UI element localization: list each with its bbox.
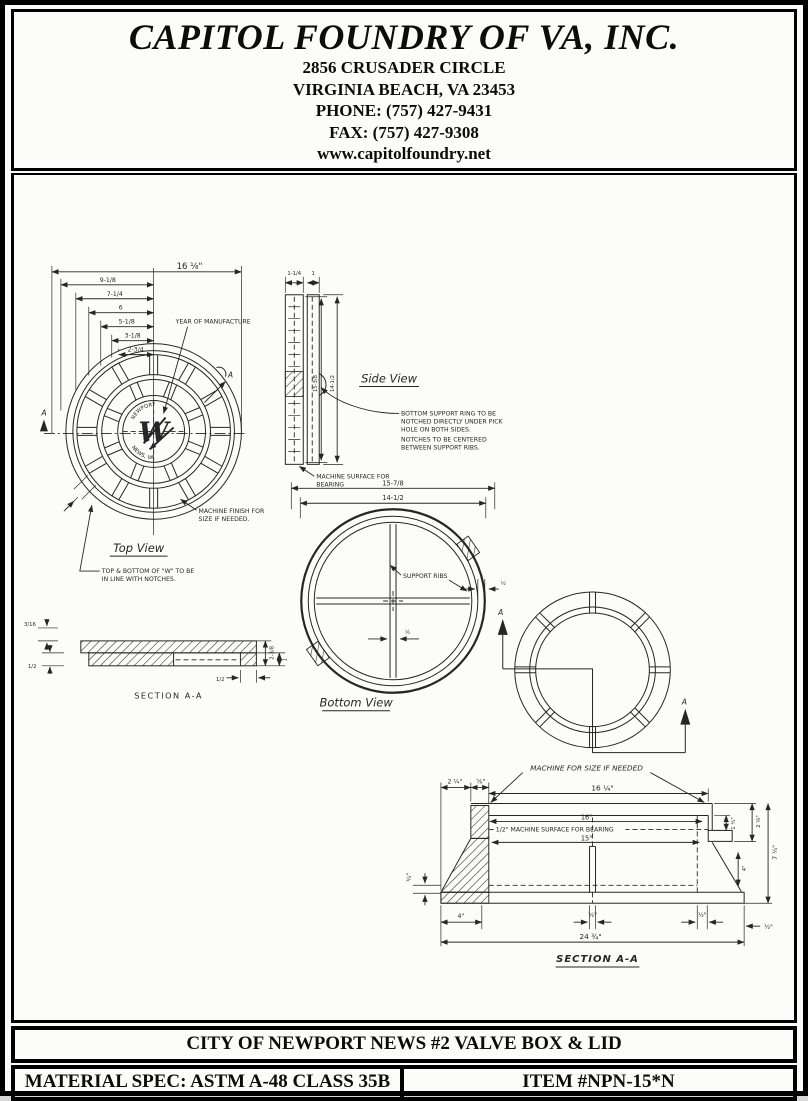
lid-dim-1: 1 [282,658,288,661]
engineering-drawing-canvas: W NEWPORT NEWS, VA 16 ⅛" 9-1/8 7-1/4 6 5… [24,261,779,968]
side-dim-1538: 15-3/8 [313,375,319,392]
w-alignment-note-2: IN LINE WITH NOTCHES. [102,576,176,583]
section-a-marker-right: A [227,370,233,379]
machine-note: MACHINE FOR SIZE IF NEEDED [530,763,643,772]
lid-dim-half-left: 1/2 [28,663,36,669]
box-dim-2434: 24 ¾" [579,932,601,941]
machine-finish-note-2: SIZE IF NEEDED. [199,516,250,523]
support-ring-note-3: HOLE ON BOTH SIDES. [401,426,471,433]
side-view: 1-1/4 1 15-3/8 14-1/2 Side View BOTTOM S… [284,270,504,488]
website-url: www.capitolfoundry.net [317,144,491,163]
ring-section-a-right: A [681,697,687,706]
rib-width-dim: ½ [405,628,410,635]
box-dim-4b: 4" [457,913,464,920]
address-line1: 2856 CRUSADER CIRCLE [302,58,506,77]
box-dim-34: ¾" [406,872,413,881]
box-dim-1614: 16 ¼" [591,783,613,792]
box-dim-half-edge: ½" [764,923,773,931]
dim-3-18: 3-1/8 [125,332,141,339]
dim-2-34: 2-3/4 [128,346,144,353]
box-dim-218: 2 ⅛" [756,815,762,828]
rim-dim: ½ [501,580,506,587]
top-view-label: Top View [113,541,165,555]
side-dim-1412: 14-1/2 [330,375,336,392]
bottom-view-label: Bottom View [320,695,394,709]
side-dim-114: 1-1/4 [287,270,301,276]
box-dim-58: ⅝" [476,778,485,785]
bottom-dim-od: 15-7/8 [382,479,403,487]
bottom-dim-id: 14-1/2 [382,494,403,502]
support-ring-note-2: NOTCHED DIRECTLY UNDER PICK [401,418,504,425]
dim-7-14: 7-1/4 [107,290,123,297]
item-number: ITEM #NPN-15*N [522,1070,675,1092]
ring-section-a-left: A [497,607,503,616]
box-dim-15: 15" [581,834,592,842]
top-view: W NEWPORT NEWS, VA 16 ⅛" 9-1/8 7-1/4 6 5… [39,261,265,583]
support-ring-note-4: NOTCHES TO BE CENTERED [401,436,487,443]
dim-5-18: 5-1/8 [119,318,135,325]
bearing-surface-note-1: MACHINE SURFACE FOR [316,473,390,480]
drawing-title-bar: CITY OF NEWPORT NEWS #2 VALVE BOX & LID [11,1025,797,1063]
w-alignment-note-1: TOP & BOTTOM OF "W" TO BE [101,568,195,575]
address-line2: VIRGINIA BEACH, VA 23453 [292,79,516,99]
dim-9-18: 9-1/8 [100,276,116,283]
side-dim-1: 1 [312,270,315,276]
company-header: CAPITOL FOUNDRY OF VA, INC. 2856 CRUSADE… [11,9,797,171]
box-dim-half-right: ½" [698,911,707,919]
year-of-manufacture-note: YEAR OF MANUFACTURE [175,318,251,325]
dim-6: 6 [119,304,123,311]
phone-number: PHONE: (757) 427-9431 [315,101,493,120]
ring-view: A A [497,591,691,753]
section-a-marker-left: A [40,408,46,417]
box-section-label: SECTION A-A [556,954,639,965]
support-ribs-note: SUPPORT RIBS [403,573,448,580]
drawing-area: W NEWPORT NEWS, VA 16 ⅛" 9-1/8 7-1/4 6 5… [11,172,797,1023]
support-ring-note-1: BOTTOM SUPPORT RING TO BE [401,410,496,417]
material-spec: MATERIAL SPEC: ASTM A-48 CLASS 35B [24,1070,391,1092]
bearing-surface-note-2: BEARING [316,481,344,488]
lid-section: 3/16 1/2 1/2 2-3/8 1 SECTION A-A [24,618,288,700]
box-dim-114: 1 ¼" [731,817,737,830]
side-view-label: Side View [361,371,418,385]
support-ring-note-5: BETWEEN SUPPORT RIBS. [401,444,480,451]
box-bearing-note: 1/2" MACHINE SURFACE FOR BEARING [496,826,614,833]
box-dim-4r: 4" [742,865,748,871]
lid-dim-316: 3/16 [24,621,36,627]
item-number-cell: ITEM #NPN-15*N [404,1064,797,1101]
box-dim-half-center: ½" [588,911,597,919]
fax-number: FAX: (757) 427-9308 [329,122,479,142]
bottom-view: 15-7/8 14-1/2 SUPPORT RIBS ½ ½ Bottom Vi… [290,479,506,711]
material-spec-cell: MATERIAL SPEC: ASTM A-48 CLASS 35B [11,1064,404,1101]
box-dim-714: 7 ¼" [772,844,779,859]
lid-dim-half-bottom: 1/2 [216,676,224,682]
spec-row: MATERIAL SPEC: ASTM A-48 CLASS 35B ITEM … [11,1064,797,1101]
box-dim-214: 2 ¼" [448,778,463,785]
lid-section-label: SECTION A-A [134,690,203,700]
box-section: MACHINE FOR SIZE IF NEEDED 1/2" MACHINE … [406,763,779,968]
company-name: CAPITOL FOUNDRY OF VA, INC. [128,17,680,57]
box-dim-16: 16" [581,813,592,821]
machine-finish-note-1: MACHINE FINISH FOR [199,508,265,515]
drawing-title: CITY OF NEWPORT NEWS #2 VALVE BOX & LID [186,1032,622,1054]
dim-overall: 16 ⅛" [177,261,203,271]
